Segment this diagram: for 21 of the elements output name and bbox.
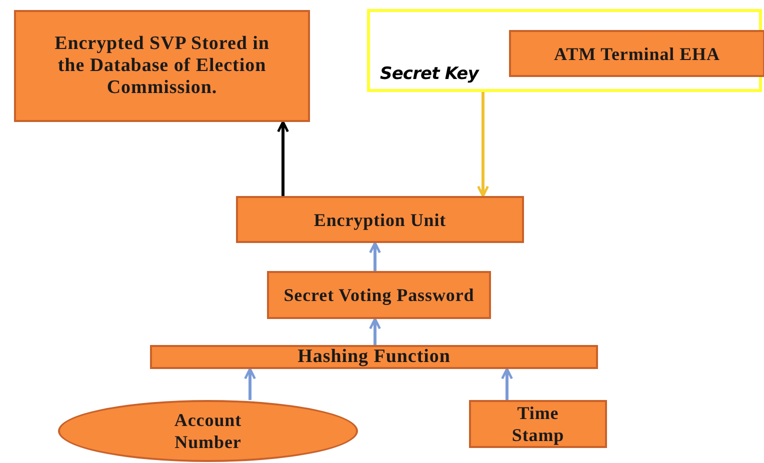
node-label: Secret Voting Password [282, 284, 476, 306]
process-box [236, 196, 524, 243]
node-label: Time Stamp [510, 402, 566, 446]
arrow [277, 120, 289, 196]
node-label: Encrypted SVP Stored in the Database of Election Commission. [54, 33, 270, 99]
process-box [150, 345, 598, 369]
node-label: Hashing Function [296, 347, 452, 367]
arrow [369, 242, 381, 271]
node-label: Secret Key [380, 63, 478, 86]
process-box [469, 400, 607, 448]
process-box [509, 30, 764, 77]
arrow [501, 368, 513, 400]
process-box [267, 271, 491, 319]
arrow [477, 92, 489, 198]
node-label: Encryption Unit [312, 208, 448, 230]
arrow [244, 368, 256, 400]
key-source-frame [367, 9, 762, 92]
process-box [14, 10, 310, 122]
node-label: ATM Terminal EHA [553, 42, 721, 64]
arrow [369, 318, 381, 345]
node-label: Account Number [173, 409, 243, 453]
